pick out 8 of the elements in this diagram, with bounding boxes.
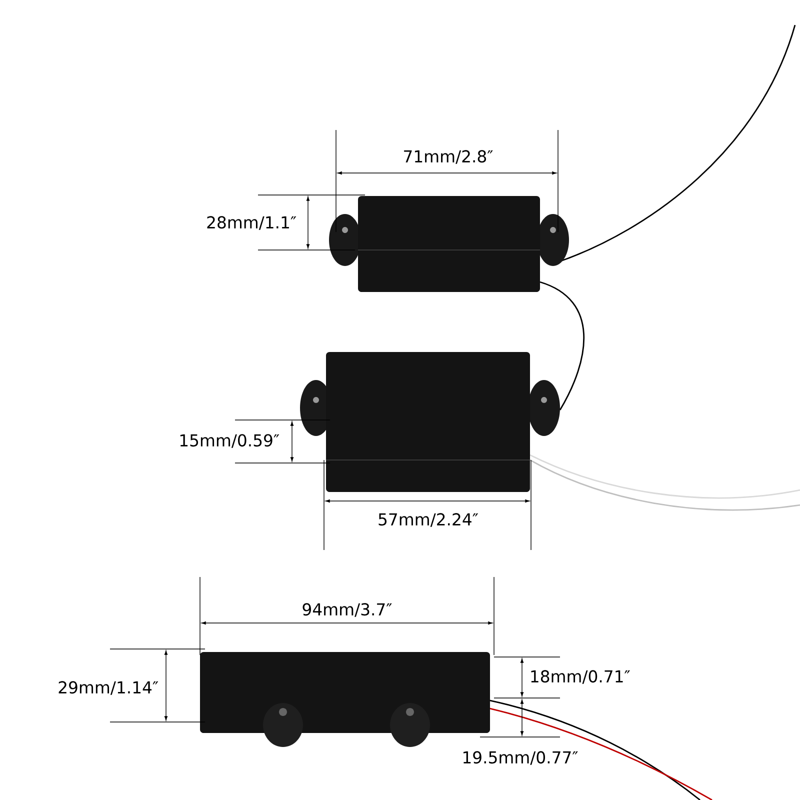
- dimension-label: 71mm/2.8″: [404, 150, 493, 164]
- dimension-label: 15mm/0.59″: [180, 434, 280, 448]
- dimension-label: 19.5mm/0.77″: [463, 751, 578, 765]
- dimension-label: 28mm/1.1″: [207, 216, 296, 230]
- dimension-label: 57mm/2.24″: [378, 513, 478, 527]
- dimension-label: 18mm/0.71″: [531, 670, 630, 684]
- dimension-label: 94mm/3.7″: [302, 603, 392, 617]
- dimension-label: 29mm/1.14″: [58, 681, 158, 695]
